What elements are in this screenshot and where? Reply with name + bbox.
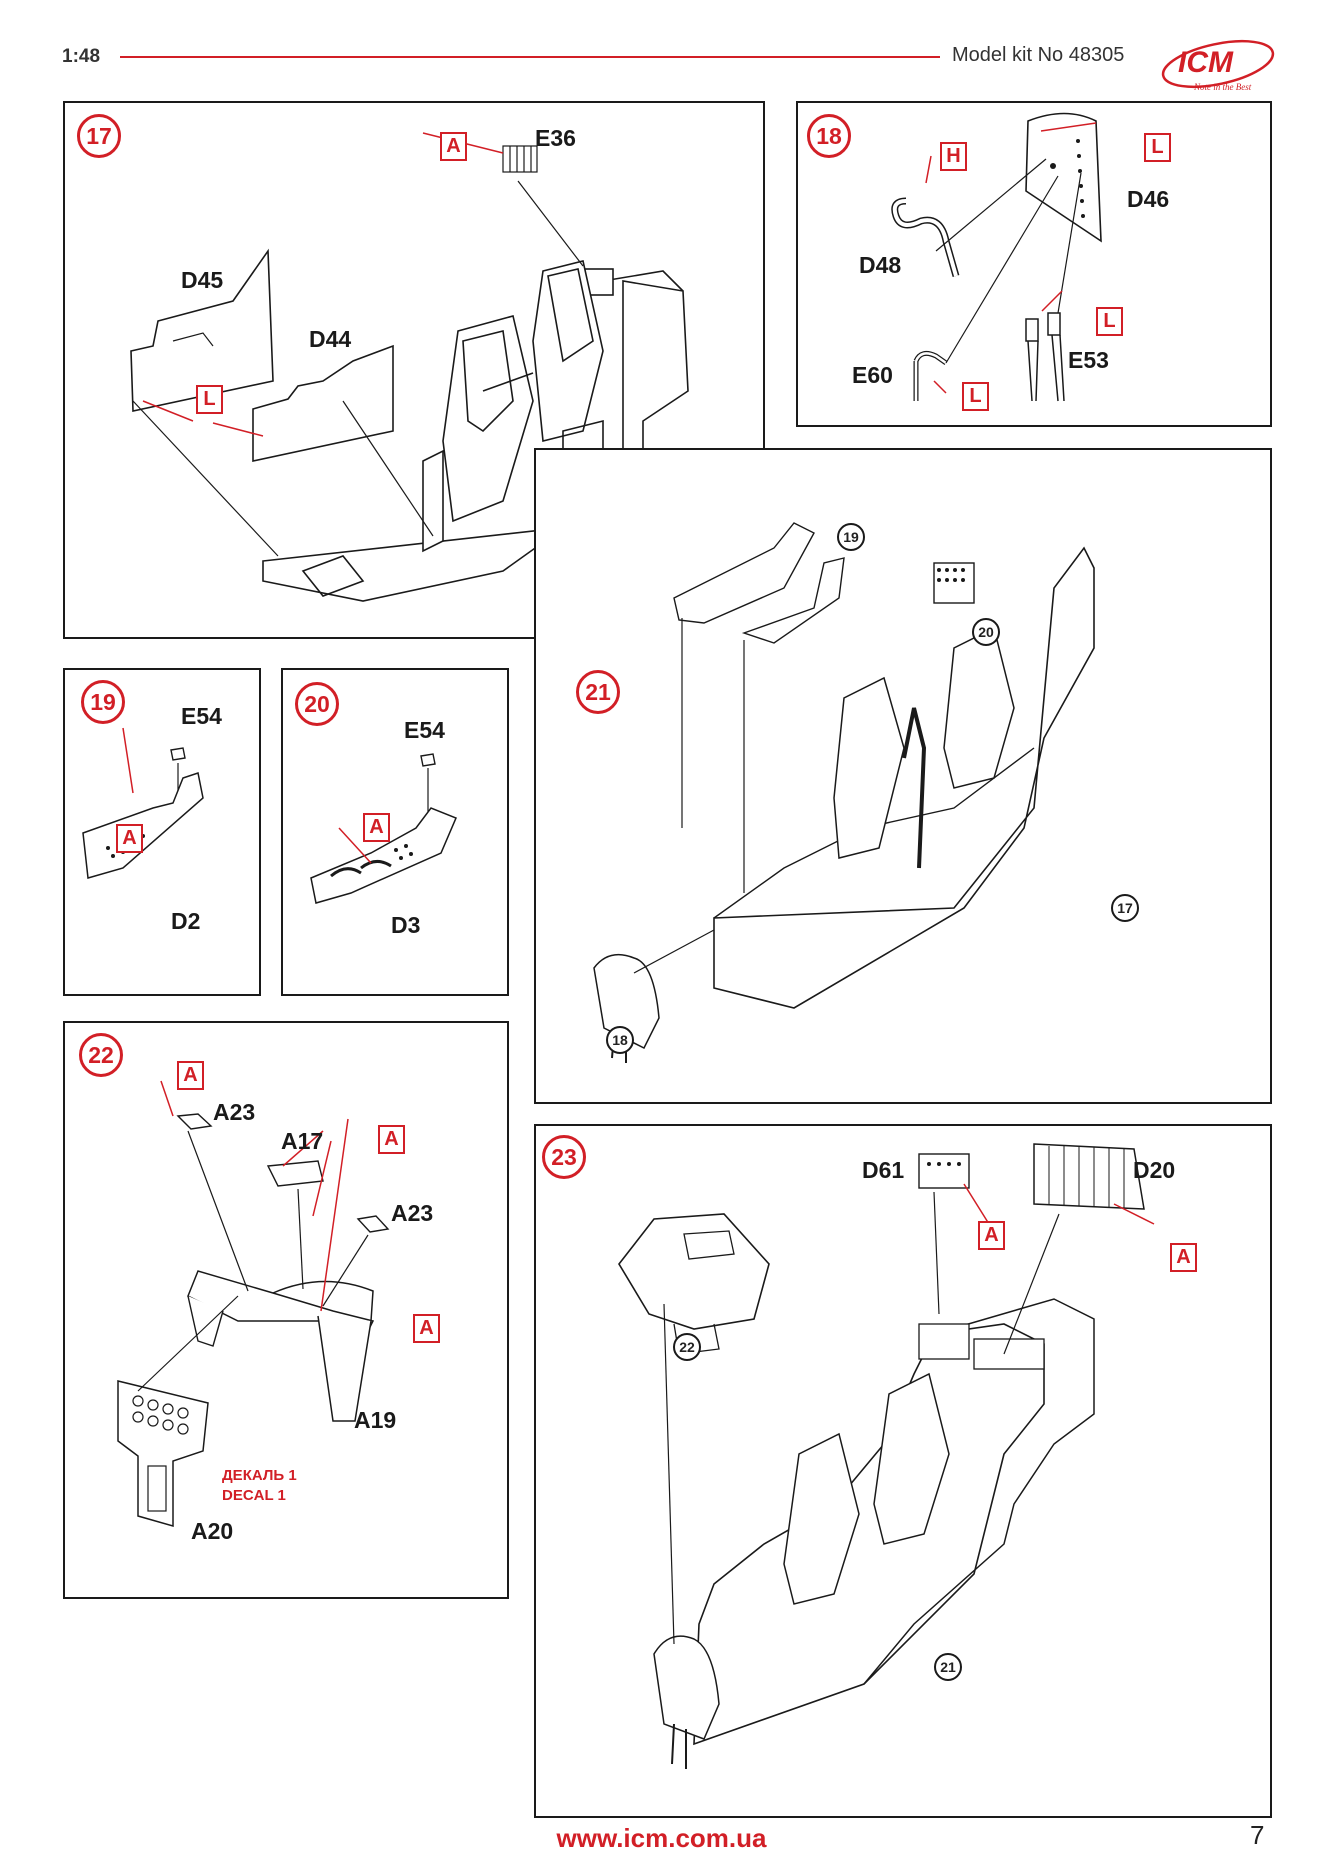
- ref-step-22: 22: [673, 1333, 701, 1361]
- part-label-a17: A17: [281, 1128, 324, 1154]
- page-number: 7: [1250, 1820, 1265, 1850]
- part-label-d20: D20: [1133, 1157, 1176, 1183]
- color-box-l: L: [1144, 133, 1171, 162]
- part-label-e54: E54: [181, 703, 222, 729]
- step-21-panel: [534, 448, 1272, 1104]
- step-22-drawing: [117, 1080, 390, 1527]
- svg-text:Note in the Best: Note in the Best: [1193, 82, 1252, 92]
- step-23-drawing: [618, 1143, 1155, 1769]
- ref-step-18: 18: [606, 1026, 634, 1054]
- icm-logo: ICM Note in the Best: [1161, 39, 1275, 92]
- step-22-badge: 22: [79, 1033, 123, 1077]
- step-20-drawing: [310, 753, 457, 904]
- step-20-badge: 20: [295, 682, 339, 726]
- decal-label-en: DECAL 1: [222, 1487, 286, 1504]
- color-box-l: L: [196, 385, 223, 414]
- color-box-a: A: [116, 824, 143, 853]
- step-21-badge: 21: [576, 670, 620, 714]
- part-label-a23: A23: [391, 1200, 434, 1226]
- part-label-d2: D2: [171, 908, 201, 934]
- color-box-a: A: [177, 1061, 204, 1090]
- step-19-drawing: [82, 727, 204, 879]
- part-label-d61: D61: [862, 1157, 905, 1183]
- color-box-l: L: [962, 382, 989, 411]
- color-box-a: A: [440, 132, 467, 161]
- header-rule: [120, 56, 940, 58]
- part-label-d45: D45: [181, 267, 224, 293]
- color-box-a: A: [363, 813, 390, 842]
- ref-step-17: 17: [1111, 894, 1139, 922]
- color-box-a: A: [1170, 1243, 1197, 1272]
- part-label-e54: E54: [404, 717, 445, 743]
- footer-website-link[interactable]: www.icm.com.ua: [556, 1823, 767, 1853]
- decal-note: ДЕКАЛЬ 1 DECAL 1: [222, 1466, 297, 1506]
- part-label-d44: D44: [309, 326, 352, 352]
- color-box-l: L: [1096, 307, 1123, 336]
- color-box-a: A: [378, 1125, 405, 1154]
- part-label-a20: A20: [191, 1518, 234, 1544]
- scale-label: 1:48: [62, 46, 101, 67]
- color-box-a: A: [413, 1314, 440, 1343]
- part-label-e60: E60: [852, 362, 893, 388]
- step-18-badge: 18: [807, 114, 851, 158]
- color-box-a: A: [978, 1221, 1005, 1250]
- part-label-d48: D48: [859, 252, 902, 278]
- decal-label-ru: ДЕКАЛЬ 1: [222, 1467, 297, 1484]
- part-label-e53: E53: [1068, 347, 1109, 373]
- ref-step-20: 20: [972, 618, 1000, 646]
- ref-step-21: 21: [934, 1653, 962, 1681]
- ref-step-19: 19: [837, 523, 865, 551]
- part-label-d3: D3: [391, 912, 421, 938]
- part-label-e36: E36: [535, 125, 576, 151]
- step-19-badge: 19: [81, 680, 125, 724]
- step-21-drawing: [593, 522, 1095, 1063]
- kit-number: Model kit No 48305: [952, 44, 1125, 66]
- step-23-badge: 23: [542, 1135, 586, 1179]
- color-box-h: H: [940, 142, 967, 171]
- svg-text:ICM: ICM: [1178, 46, 1234, 79]
- step-18-drawing: [891, 112, 1102, 402]
- part-label-a19: A19: [354, 1407, 397, 1433]
- part-label-a23: A23: [213, 1099, 256, 1125]
- step-17-badge: 17: [77, 114, 121, 158]
- part-label-d46: D46: [1127, 186, 1170, 212]
